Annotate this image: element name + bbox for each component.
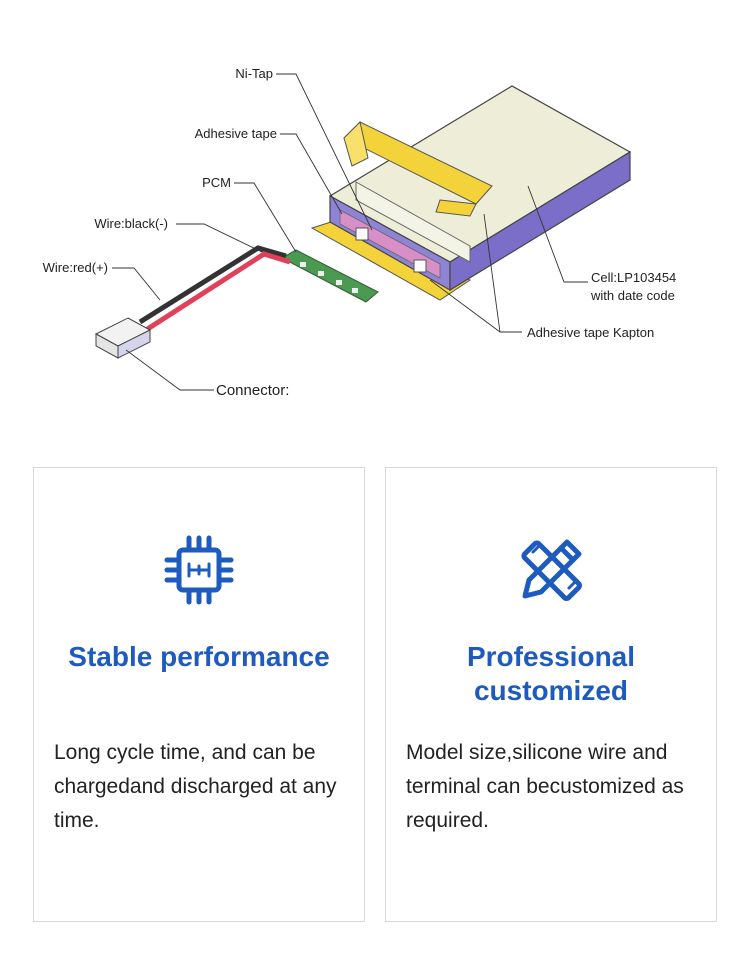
pcm-chip-1 [300, 262, 306, 267]
connector-side [117, 329, 151, 359]
label-ni-tap: Ni-Tap [235, 66, 273, 81]
card-text-stable: Long cycle time, and can be chargedand d… [54, 741, 337, 832]
cell-inner-block [355, 181, 471, 263]
pencil-ruler-icon [521, 539, 582, 601]
card-title-custom: Professional customized [386, 640, 716, 708]
cell-right-face [449, 150, 631, 292]
pcm-board [280, 249, 379, 303]
ni-tap-end [435, 199, 477, 217]
terminal-right [413, 259, 427, 273]
terminal-left [355, 227, 369, 241]
wire-black [138, 245, 287, 325]
label-wire-black: Wire:black(-) [94, 216, 168, 231]
pcm-chip-2 [318, 271, 324, 276]
card-text-custom: Model size,silicone wire and terminal ca… [406, 741, 684, 832]
card-title-stable: Stable performance [68, 641, 330, 672]
feature-card-stable: Stable performance Long cycle time, and … [33, 467, 365, 922]
label-connector: Connector: [216, 382, 289, 399]
chip-icon [164, 535, 234, 605]
feature-card-custom: Professional customized Model size,silic… [385, 467, 717, 922]
battery-diagram: Ni-Tap Adhesive tape PCM Wire:black(-) W… [43, 66, 677, 399]
label-cell-line2: with date code [590, 288, 675, 303]
ni-tap-fold [343, 121, 369, 167]
label-adhesive-tape: Adhesive tape [195, 126, 277, 141]
pcm-chip-3 [336, 280, 342, 285]
label-wire-red: Wire:red(+) [43, 260, 108, 275]
card-title-custom-line1: Professional [466, 641, 636, 672]
card-title-custom-line2: customized [473, 675, 629, 706]
label-adhesive-tape-kapton: Adhesive tape Kapton [527, 325, 654, 340]
label-pcm: PCM [202, 175, 231, 190]
label-cell-line1: Cell:LP103454 [591, 270, 676, 285]
pcm-chip-4 [352, 288, 358, 293]
wire-red [144, 251, 291, 333]
